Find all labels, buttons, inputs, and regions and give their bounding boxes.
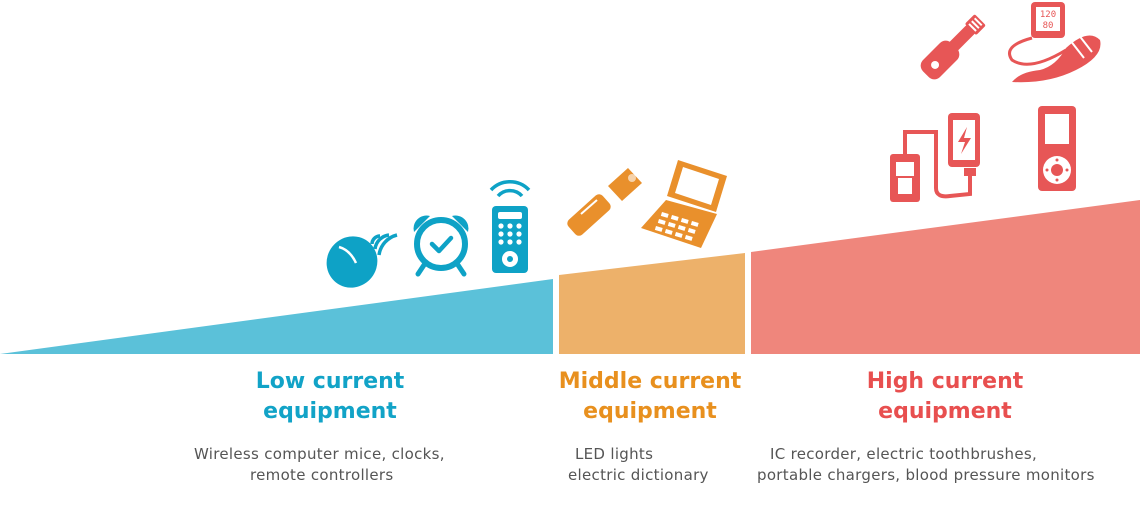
low-current-title: Low current equipment [230, 367, 430, 427]
electronic-dictionary-icon [641, 160, 727, 248]
middle-current-description-line1: LED lights [575, 445, 654, 463]
low-current-title-line1: Low current [255, 369, 405, 394]
high-current-title-line2: equipment [878, 399, 1012, 424]
middle-current-band [559, 253, 745, 354]
portable-charger-icon [890, 113, 980, 202]
bp-systolic-readout: 120 [1040, 10, 1056, 20]
middle-current-description: LED lights electric dictionary [568, 444, 709, 486]
high-current-description-line2: portable chargers, blood pressure monito… [757, 466, 1095, 484]
middle-current-title-line1: Middle current [558, 369, 742, 394]
high-current-description-line1: IC recorder, electric toothbrushes, [770, 445, 1038, 463]
blood-pressure-monitor-icon: 120 80 [1008, 2, 1101, 83]
low-current-title-line2: equipment [263, 399, 397, 424]
low-current-band [0, 279, 553, 354]
electric-toothbrush-icon [920, 14, 986, 80]
low-current-description: Wireless computer mice, clocks, remote c… [194, 444, 445, 486]
middle-current-description-line2: electric dictionary [568, 466, 709, 484]
high-current-title: High current equipment [845, 367, 1045, 427]
flashlight-icon [567, 168, 642, 236]
middle-current-title-line2: equipment [583, 399, 717, 424]
alarm-clock-icon [413, 215, 469, 277]
middle-current-title: Middle current equipment [545, 367, 755, 427]
wireless-mouse-icon [326, 233, 398, 288]
low-current-description-line1: Wireless computer mice, clocks, [194, 445, 445, 463]
high-current-description: IC recorder, electric toothbrushes, port… [757, 444, 1095, 486]
high-current-band [751, 200, 1140, 354]
high-current-title-line1: High current [866, 369, 1024, 394]
ic-recorder-icon [1038, 106, 1076, 191]
low-current-description-line2: remote controllers [250, 466, 394, 484]
bp-diastolic-readout: 80 [1043, 21, 1054, 31]
remote-control-icon [489, 180, 531, 273]
